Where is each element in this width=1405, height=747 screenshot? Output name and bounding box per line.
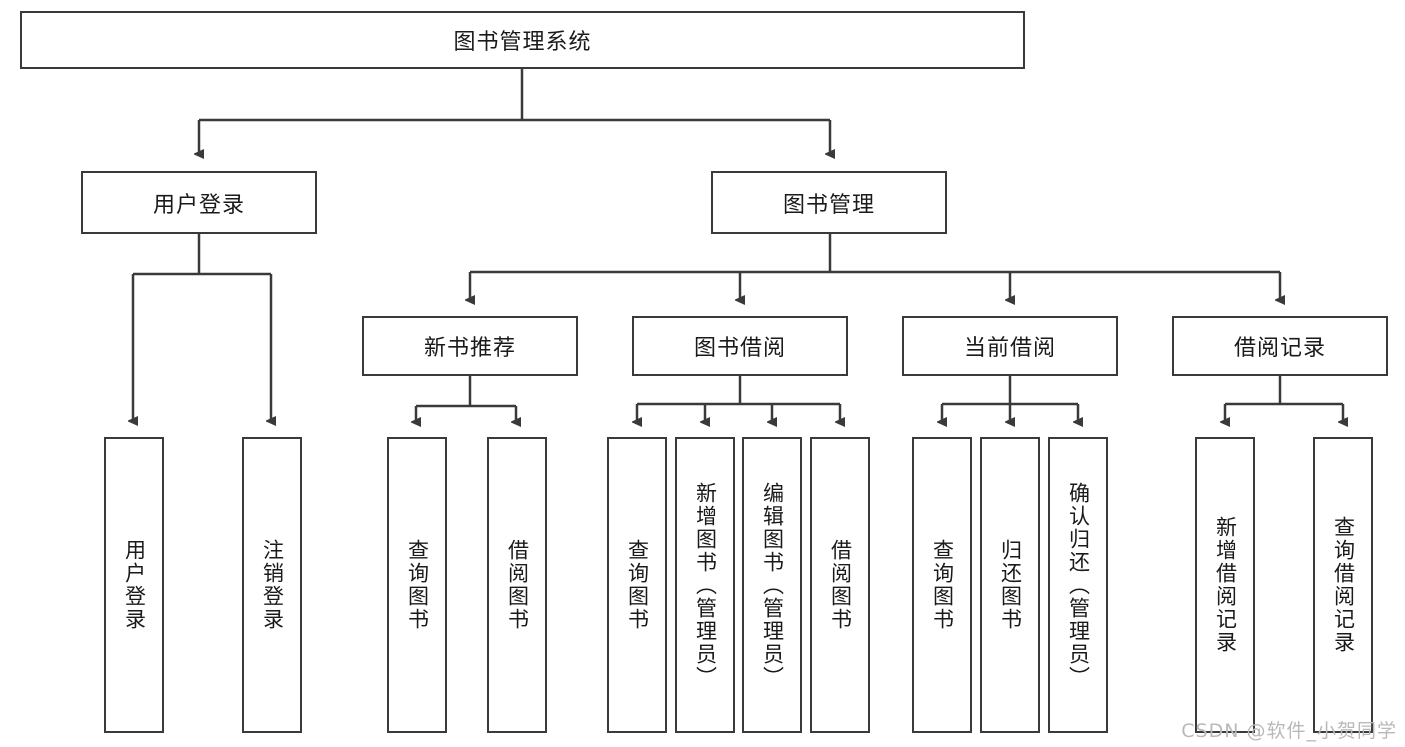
node-label: 查询借阅记录: [1331, 516, 1356, 654]
node-label: 查询图书: [930, 539, 955, 631]
leaf-user-login-login[interactable]: 用户登录: [104, 437, 164, 733]
node-label: 图书借阅: [693, 336, 786, 361]
node-label: 借阅记录: [1233, 336, 1326, 361]
node-label: 确认归还（管理员）: [1066, 481, 1091, 689]
node-label: 借阅图书: [828, 539, 853, 631]
node-book-management[interactable]: 图书管理: [711, 171, 947, 234]
node-label: 归还图书: [998, 539, 1023, 631]
node-root-book-management-system[interactable]: 图书管理系统: [20, 11, 1025, 69]
leaf-current-borrow-return[interactable]: 归还图书: [980, 437, 1040, 733]
node-label: 新书推荐: [423, 336, 516, 361]
leaf-new-book-query[interactable]: 查询图书: [387, 437, 447, 733]
node-current-borrow[interactable]: 当前借阅: [902, 316, 1118, 376]
node-label: 当前借阅: [963, 336, 1056, 361]
node-new-book-recommend[interactable]: 新书推荐: [362, 316, 578, 376]
node-label: 查询图书: [405, 539, 430, 631]
leaf-book-borrow-edit[interactable]: 编辑图书（管理员）: [742, 437, 802, 733]
leaf-current-borrow-query[interactable]: 查询图书: [912, 437, 972, 733]
node-label: 用户登录: [122, 539, 147, 631]
node-label: 编辑图书（管理员）: [760, 481, 785, 689]
node-book-borrow[interactable]: 图书借阅: [632, 316, 848, 376]
node-label: 借阅图书: [505, 539, 530, 631]
leaf-user-login-logout[interactable]: 注销登录: [242, 437, 302, 733]
node-label: 注销登录: [260, 539, 285, 631]
node-label: 新增借阅记录: [1213, 516, 1238, 654]
node-user-login[interactable]: 用户登录: [81, 171, 317, 234]
node-label: 图书管理: [782, 192, 875, 218]
leaf-book-borrow-add[interactable]: 新增图书（管理员）: [675, 437, 735, 733]
csdn-watermark: CSDN @软件_小贺同学: [1181, 720, 1397, 742]
leaf-book-borrow-query[interactable]: 查询图书: [607, 437, 667, 733]
node-borrow-record[interactable]: 借阅记录: [1172, 316, 1388, 376]
leaf-current-borrow-confirm-return[interactable]: 确认归还（管理员）: [1048, 437, 1108, 733]
leaf-new-book-borrow[interactable]: 借阅图书: [487, 437, 547, 733]
node-label: 查询图书: [625, 539, 650, 631]
node-label: 图书管理系统: [453, 30, 592, 55]
leaf-book-borrow-borrow[interactable]: 借阅图书: [810, 437, 870, 733]
node-label: 新增图书（管理员）: [693, 481, 718, 689]
leaf-borrow-record-query[interactable]: 查询借阅记录: [1313, 437, 1373, 733]
leaf-borrow-record-add[interactable]: 新增借阅记录: [1195, 437, 1255, 733]
node-label: 用户登录: [152, 192, 245, 218]
